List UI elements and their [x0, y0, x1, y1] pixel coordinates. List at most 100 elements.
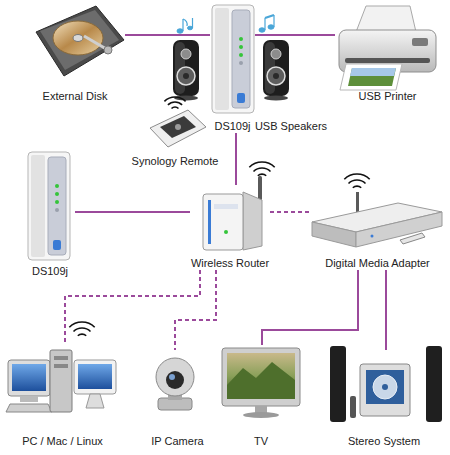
device-label: Synology Remote: [132, 155, 219, 168]
tv-art-part: [227, 353, 295, 399]
media-adapter-art-part: [371, 235, 374, 238]
stereo-art-part: [426, 346, 442, 422]
music-note-part: [192, 18, 193, 28]
device-label: IP Camera: [151, 435, 203, 448]
hard-disk-art-part: [53, 21, 103, 55]
device-label: Stereo System: [348, 435, 420, 448]
printer-art-part: [348, 68, 396, 86]
printer-art: [339, 6, 436, 90]
stereo-art-part: [366, 370, 404, 404]
device-label: Digital Media Adapter: [325, 257, 430, 270]
music-note-part: [177, 29, 183, 33]
hard-disk-art-part: [36, 6, 124, 76]
wifi-symbol-part: [168, 102, 182, 105]
device-label: Wireless Router: [191, 257, 269, 270]
wifi-symbol-part: [249, 162, 274, 167]
router-art-part: [224, 230, 228, 234]
nas-art-part: [212, 5, 254, 113]
printer-art-part: [340, 64, 402, 90]
device-label: USB Printer: [358, 90, 416, 103]
device-label: USB Speakers: [255, 120, 327, 133]
pc-art: [6, 350, 116, 412]
device-label: TV: [254, 435, 268, 448]
music-note-part: [259, 28, 265, 32]
tv-art-part: [255, 406, 267, 413]
music-note-part: [264, 18, 265, 30]
hard-disk-art-part: [40, 10, 119, 70]
printer-art-part: [412, 38, 428, 46]
wireless-link: [175, 270, 216, 350]
wired-link: [125, 34, 210, 36]
nas-node: DS109j: [25, 150, 75, 278]
pc-art-part: [54, 356, 68, 360]
disk-node: External Disk: [25, 3, 125, 103]
nas-node: DS109j: [210, 3, 255, 133]
device-label: PC / Mac / Linux: [22, 435, 103, 448]
wired-link: [262, 270, 358, 345]
pc-art-part: [54, 364, 68, 368]
pc-art-part: [50, 350, 72, 412]
tv-art-part: [227, 362, 295, 399]
music-note: [177, 15, 274, 33]
music-note-part: [182, 19, 183, 31]
router-art-part: [203, 194, 243, 250]
wifi-symbol-part: [254, 168, 271, 172]
device-label: External Disk: [43, 90, 108, 103]
wifi-symbol: [69, 97, 369, 336]
wired-link: [235, 133, 237, 185]
stereo-art-part: [350, 396, 356, 418]
router-art-part: [214, 204, 238, 209]
camera-art: [156, 358, 194, 410]
pc-art-part: [20, 396, 38, 402]
hard-disk-art-part: [73, 35, 83, 42]
stereo-art-part: [360, 364, 410, 416]
speaker-art-part: [263, 40, 289, 101]
music-note-part: [265, 15, 274, 18]
printer-node: USB Printer: [335, 3, 440, 103]
printer-art-part: [350, 68, 396, 76]
wifi-symbol-part: [78, 334, 86, 336]
hard-disk-art: [36, 6, 124, 76]
music-note-part: [268, 25, 274, 29]
music-note-part: [273, 15, 274, 27]
media-adapter-art-part: [400, 233, 425, 244]
music-note-part: [183, 19, 187, 26]
media-adapter-art: [312, 192, 442, 247]
router-art-part: [243, 192, 262, 250]
tv-node: TV: [215, 345, 307, 448]
stereo-node: Stereo System: [320, 350, 448, 448]
remote-art-part: [160, 116, 196, 138]
pc-art-part: [12, 364, 46, 391]
hard-disk-art-part: [104, 46, 112, 54]
printer-art-part: [356, 6, 416, 32]
wired-link: [385, 270, 387, 350]
device-label: DS109j: [32, 265, 68, 278]
camera-art-part: [166, 371, 184, 389]
router-art: [203, 176, 262, 250]
stereo-art-part: [330, 346, 346, 422]
remote-art-part: [150, 110, 206, 147]
router-node: Wireless Router: [190, 185, 270, 270]
stereo-art-part: [382, 384, 388, 390]
media-adapter-art-part: [356, 212, 442, 247]
camera-art-part: [156, 358, 194, 396]
wired-link: [75, 211, 190, 213]
wifi-symbol-part: [349, 180, 366, 184]
pc-art-part: [8, 360, 50, 396]
wifi-symbol-part: [344, 174, 369, 179]
computer-node: PC / Mac / Linux: [0, 345, 125, 448]
tv-art-part: [243, 412, 279, 418]
tv-art: [222, 348, 300, 418]
stereo-art-part: [373, 375, 397, 399]
pc-art-part: [74, 360, 116, 394]
media-adapter-art-part: [356, 192, 359, 214]
music-note-part: [188, 26, 193, 30]
printer-art-part: [345, 58, 430, 63]
wireless-link: [270, 211, 310, 213]
wifi-symbol-part: [69, 322, 94, 327]
stereo-art: [330, 346, 442, 422]
media-adapter-art-part: [312, 222, 356, 247]
